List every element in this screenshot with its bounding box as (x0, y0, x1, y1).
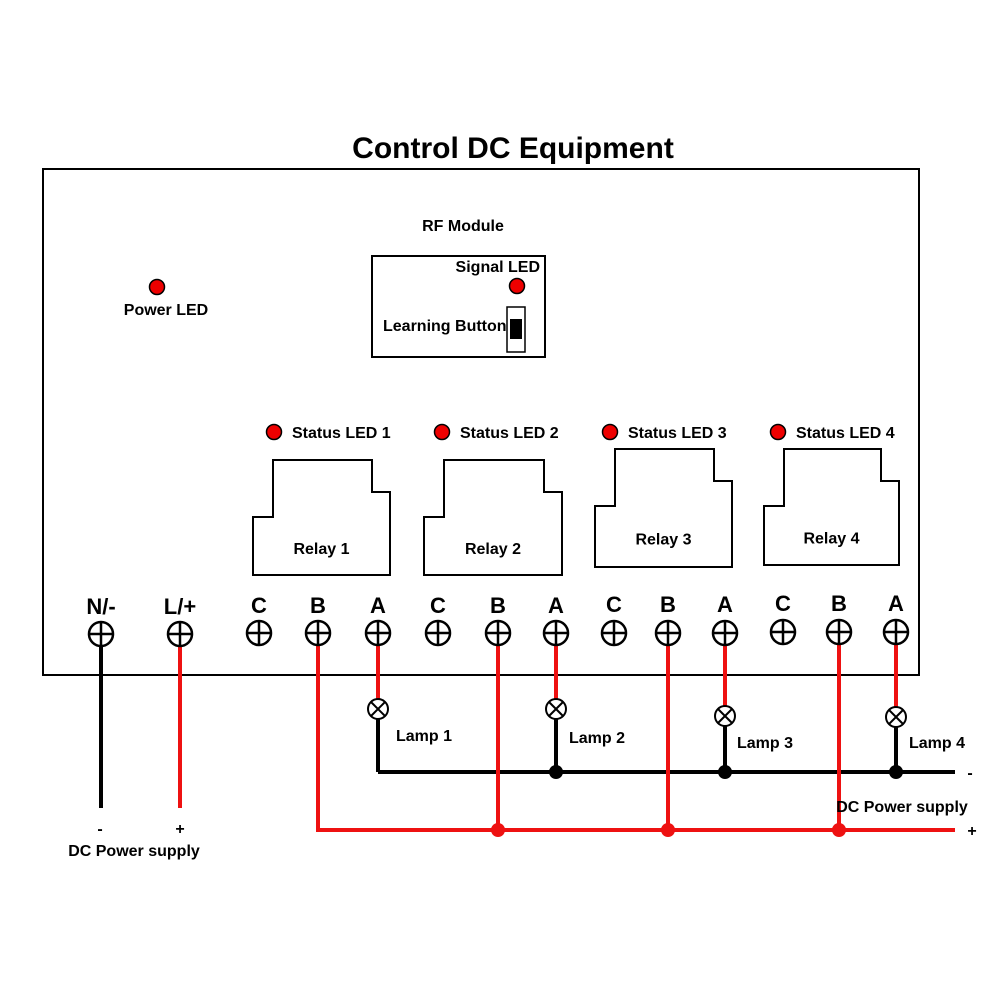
relay-2-b-terminal-icon (484, 619, 512, 647)
right-supply-minus: - (967, 765, 972, 782)
relay-1-c-terminal-icon (245, 619, 273, 647)
terminal-block: N/- L/+ C B A C B A C B A C B A (86, 591, 910, 648)
neutral-terminal-icon (87, 620, 115, 648)
lamp-4-icon (885, 706, 907, 728)
status-led-label-2: Status LED 2 (460, 425, 559, 442)
wires (99, 632, 955, 837)
relay-1-box (252, 459, 391, 576)
relay-3-b-terminal-icon (654, 619, 682, 647)
lamp-cross-b (370, 701, 386, 717)
lamp-cross-b (888, 709, 904, 725)
right-supply-plus: + (967, 823, 976, 840)
relay-4-a-terminal-icon (882, 618, 910, 646)
relay-3-label: Relay 3 (635, 532, 691, 549)
power-led-label: Power LED (124, 302, 208, 319)
left-supply-plus: + (175, 821, 184, 838)
status-led-1 (265, 423, 283, 441)
lamp-3-label: Lamp 3 (737, 735, 793, 752)
relay-4-b-label: B (831, 591, 847, 616)
status-led-3 (601, 423, 619, 441)
negative-junction-4 (889, 765, 903, 779)
left-supply-minus: - (97, 821, 102, 838)
status-led-label-1: Status LED 1 (292, 425, 391, 442)
relay-3-box (594, 448, 733, 568)
relay-1-b-terminal-icon (304, 619, 332, 647)
negative-junction-2 (549, 765, 563, 779)
lamp-section: Lamp 1 Lamp 2 Lamp 3 Lamp 4 (367, 698, 965, 752)
relay-2-a-terminal-icon (542, 619, 570, 647)
right-supply-label: DC Power supply (836, 799, 968, 816)
relay-1-b-label: B (310, 593, 326, 618)
status-led-4 (769, 423, 787, 441)
relay-3-b-label: B (660, 592, 676, 617)
lamp-cross-b (717, 708, 733, 724)
lamp-1-icon (367, 698, 389, 720)
relay-2-box (423, 459, 563, 576)
live-terminal-label: L/+ (164, 594, 196, 619)
relay-2-a-label: A (548, 593, 564, 618)
signal-led (508, 277, 526, 295)
positive-junction-3 (661, 823, 675, 837)
relay-4-a-label: A (888, 591, 904, 616)
lamp-cross-b (548, 701, 564, 717)
controller-box (42, 168, 920, 676)
lamp-4-label: Lamp 4 (909, 735, 965, 752)
learning-button[interactable] (506, 306, 526, 353)
relay-1-a-label: A (370, 593, 386, 618)
relay-1-label: Relay 1 (293, 541, 349, 558)
relay-2-c-label: C (430, 593, 446, 618)
neutral-terminal-label: N/- (86, 594, 115, 619)
relay-3-a-terminal-icon (711, 619, 739, 647)
relay-2-b-label: B (490, 593, 506, 618)
signal-led-label: Signal LED (456, 259, 540, 276)
relay-3-c-terminal-icon (600, 619, 628, 647)
relay-3-c-label: C (606, 592, 622, 617)
relay-4-c-label: C (775, 591, 791, 616)
power-led (148, 278, 166, 296)
rf-module-label: RF Module (422, 218, 504, 235)
left-supply-label: DC Power supply (68, 843, 200, 860)
relay-1-c-label: C (251, 593, 267, 618)
lamp-1-label: Lamp 1 (396, 728, 452, 745)
diagram-title: Control DC Equipment (352, 132, 674, 165)
relay-4-box (763, 448, 900, 566)
lamp-2-icon (545, 698, 567, 720)
rf-module-box (371, 255, 546, 358)
negative-junction-3 (718, 765, 732, 779)
relay-3-a-label: A (717, 592, 733, 617)
positive-junction-2 (491, 823, 505, 837)
relay-4-b-terminal-icon (825, 618, 853, 646)
relay-1-a-terminal-icon (364, 619, 392, 647)
status-led-2 (433, 423, 451, 441)
relay-2-label: Relay 2 (465, 541, 521, 558)
relay-4-label: Relay 4 (803, 531, 859, 548)
live-terminal-icon (166, 620, 194, 648)
lamp-3-icon (714, 705, 736, 727)
positive-junction-4 (832, 823, 846, 837)
relay-section: Status LED 1 Relay 1 Status LED 2 Relay 2 St… (252, 423, 900, 576)
relay-2-c-terminal-icon (424, 619, 452, 647)
learning-button-label: Learning Button (383, 318, 507, 335)
status-led-label-4: Status LED 4 (796, 425, 895, 442)
lamp-2-label: Lamp 2 (569, 730, 625, 747)
positive-bus-wire (316, 634, 955, 832)
relay-4-c-terminal-icon (769, 618, 797, 646)
status-led-label-3: Status LED 3 (628, 425, 727, 442)
